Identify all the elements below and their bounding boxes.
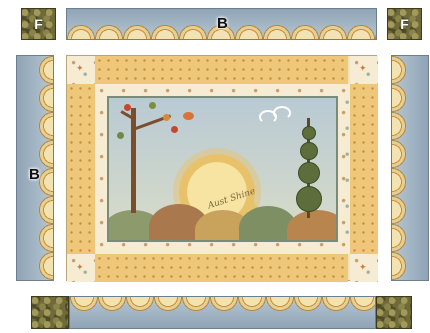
bird <box>183 112 194 120</box>
right-border-strip <box>391 55 429 281</box>
golden-strip-right <box>350 84 378 254</box>
corner-block-bottom-left <box>31 296 69 329</box>
bottom-border-strip <box>69 296 376 329</box>
border-label-b: B <box>29 166 40 183</box>
center-picture-panel: Aust Shine <box>107 96 338 242</box>
top-border-strip: B <box>66 8 377 40</box>
leaf <box>117 132 124 139</box>
corner-block-top-right: F <box>387 8 422 40</box>
corner-block-top-left: F <box>21 8 56 40</box>
left-border-strip: B <box>16 55 54 281</box>
star-icon: ✦ <box>76 264 84 273</box>
topiary-ball <box>300 142 318 160</box>
topiary-ball <box>296 186 322 212</box>
corner-block-bottom-right <box>376 296 412 329</box>
topiary-ball <box>302 126 316 140</box>
hill <box>287 210 338 242</box>
leaf <box>171 126 178 133</box>
tree-trunk <box>131 108 136 213</box>
star-icon: ✦ <box>359 264 367 273</box>
corner-label-f: F <box>388 9 421 39</box>
panel-frame: Aust Shine <box>95 84 350 254</box>
topiary-ball <box>298 162 320 184</box>
leaf <box>124 104 131 111</box>
star-icon: ✦ <box>76 65 84 74</box>
golden-strip-left <box>67 84 95 254</box>
quilt-center-block: Aust Shine <box>66 55 377 281</box>
golden-strip-top <box>95 56 348 84</box>
cloud-swirl <box>273 106 291 120</box>
leaf <box>149 102 156 109</box>
corner-label-f: F <box>22 9 55 39</box>
star-icon: ✦ <box>359 65 367 74</box>
golden-strip-bottom <box>95 254 348 282</box>
leaf <box>163 114 170 121</box>
border-label-b: B <box>217 15 228 32</box>
